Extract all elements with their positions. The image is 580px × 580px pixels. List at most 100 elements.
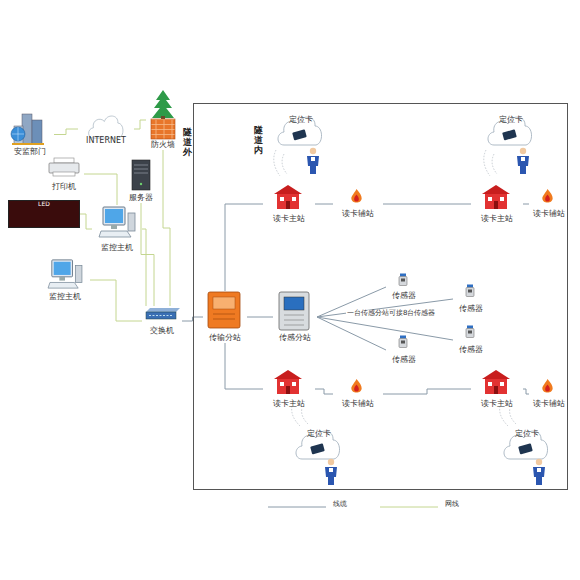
reader-aux-icon bbox=[351, 379, 361, 393]
device-node: 传感器 bbox=[453, 284, 489, 314]
switch-icon bbox=[146, 308, 180, 319]
device-node: 读卡主站 bbox=[263, 184, 315, 224]
legend-text: 网线 bbox=[444, 501, 460, 509]
device-label: 传感器 bbox=[392, 292, 416, 301]
device-label: 读卡主站 bbox=[481, 400, 513, 409]
worker-figure bbox=[533, 459, 545, 485]
network-cable bbox=[141, 203, 154, 306]
legend-cable-sample bbox=[268, 507, 326, 508]
outside-heading: 隧道外 bbox=[183, 128, 192, 158]
reader-main-icon bbox=[274, 370, 302, 394]
legend-netline-sample bbox=[380, 507, 438, 508]
tunnel-cable bbox=[317, 299, 453, 317]
legend-text: 线缆 bbox=[332, 501, 348, 509]
worker-figure bbox=[325, 459, 337, 485]
tunnel-cable bbox=[225, 343, 263, 389]
sensor-substation-icon bbox=[279, 292, 309, 330]
tunnel-cable bbox=[315, 204, 333, 205]
server-icon bbox=[132, 160, 150, 190]
tunnel-cable bbox=[315, 389, 333, 394]
device-label: 读卡辅站 bbox=[533, 400, 565, 409]
device-label: 传感器 bbox=[392, 356, 416, 365]
tunnel-region: 隧道内定位卡定位卡读卡主站读卡辅站读卡主站读卡辅站传输分站传感分站传感器传感器传… bbox=[193, 103, 568, 490]
device-node: 读卡主站 bbox=[471, 369, 523, 409]
device-node: 定位卡 bbox=[503, 427, 551, 465]
tunnel-cable bbox=[317, 317, 453, 340]
network-cable bbox=[54, 129, 78, 135]
tunnel-cable bbox=[523, 389, 529, 394]
network-cable bbox=[80, 214, 92, 229]
tunnel-cable bbox=[317, 317, 386, 350]
tag-card-icons bbox=[292, 129, 533, 454]
device-node: 传感器 bbox=[386, 335, 422, 365]
device-label: 定位卡 bbox=[499, 116, 523, 125]
device-node: 读卡辅站 bbox=[529, 189, 569, 219]
device-label: 监控主机 bbox=[49, 293, 81, 302]
capacity-note: 一台传感分站可接8台传感器 bbox=[346, 310, 436, 318]
printer-icon bbox=[49, 158, 79, 176]
device-node: 读卡主站 bbox=[471, 184, 523, 224]
network-cable bbox=[90, 280, 142, 321]
led-screen: LED bbox=[8, 200, 80, 228]
sensor-icon bbox=[466, 326, 474, 338]
network-cable bbox=[134, 120, 146, 129]
region-heading: 隧道内 bbox=[254, 126, 263, 156]
reader-main-icon bbox=[482, 185, 510, 209]
device-node: 安监部门 bbox=[6, 112, 54, 157]
device-label: 读卡辅站 bbox=[342, 210, 374, 219]
device-label: 防火墙 bbox=[151, 141, 175, 150]
device-node: 防火墙 bbox=[146, 90, 180, 150]
device-label: 读卡主站 bbox=[273, 400, 305, 409]
reader-aux-icon bbox=[542, 189, 552, 203]
reader-aux-icon bbox=[542, 379, 552, 393]
device-node: 读卡辅站 bbox=[529, 379, 569, 409]
network-cable bbox=[84, 174, 117, 205]
worker-figure bbox=[307, 148, 319, 174]
device-label: 传感器 bbox=[459, 305, 483, 314]
device-node: 传感分站 bbox=[273, 291, 317, 343]
device-node: 读卡主站 bbox=[263, 369, 315, 409]
device-node: 监控主机 bbox=[92, 205, 142, 253]
device-node: 传感器 bbox=[386, 273, 422, 301]
tunnel-cable bbox=[225, 204, 263, 291]
device-label: LED bbox=[38, 201, 50, 208]
worker-figure bbox=[517, 148, 529, 174]
building-icon bbox=[11, 114, 44, 145]
device-label: 读卡辅站 bbox=[342, 400, 374, 409]
device-label: 读卡辅站 bbox=[533, 210, 565, 219]
device-node: 读卡辅站 bbox=[333, 379, 383, 409]
device-label: 监控主机 bbox=[101, 244, 133, 253]
device-label: 传感器 bbox=[459, 346, 483, 355]
firewall-icon bbox=[151, 90, 175, 139]
tunnel-cable bbox=[383, 389, 471, 394]
reader-aux-icon bbox=[351, 189, 361, 203]
device-label: 交换机 bbox=[150, 327, 174, 336]
device-label: 打印机 bbox=[52, 183, 76, 192]
device-node: 定位卡 bbox=[295, 427, 343, 465]
device-node: 交换机 bbox=[142, 306, 182, 336]
device-node: 监控主机 bbox=[40, 258, 90, 302]
device-node: 传输分站 bbox=[203, 291, 247, 343]
device-label: 安监部门 bbox=[14, 148, 46, 157]
monitor-host-icon bbox=[48, 260, 82, 288]
internet-cloud bbox=[89, 116, 123, 138]
device-node: INTERNET bbox=[78, 112, 134, 146]
tunnel-cable bbox=[523, 204, 529, 205]
network-cable bbox=[163, 150, 170, 306]
tunnel-cable bbox=[247, 317, 273, 318]
device-label: 传感分站 bbox=[279, 334, 311, 343]
monitor-host-icon bbox=[99, 207, 135, 237]
device-label: 读卡主站 bbox=[481, 215, 513, 224]
device-label: 服务器 bbox=[129, 194, 153, 203]
device-label: 定位卡 bbox=[515, 430, 539, 439]
network-cable bbox=[142, 229, 146, 306]
device-label: 定位卡 bbox=[289, 116, 313, 125]
sensor-icon bbox=[399, 274, 407, 286]
device-label: 传输分站 bbox=[209, 334, 241, 343]
sensor-icon bbox=[399, 336, 407, 348]
sensor-icon bbox=[466, 285, 474, 297]
device-label: INTERNET bbox=[86, 137, 126, 146]
